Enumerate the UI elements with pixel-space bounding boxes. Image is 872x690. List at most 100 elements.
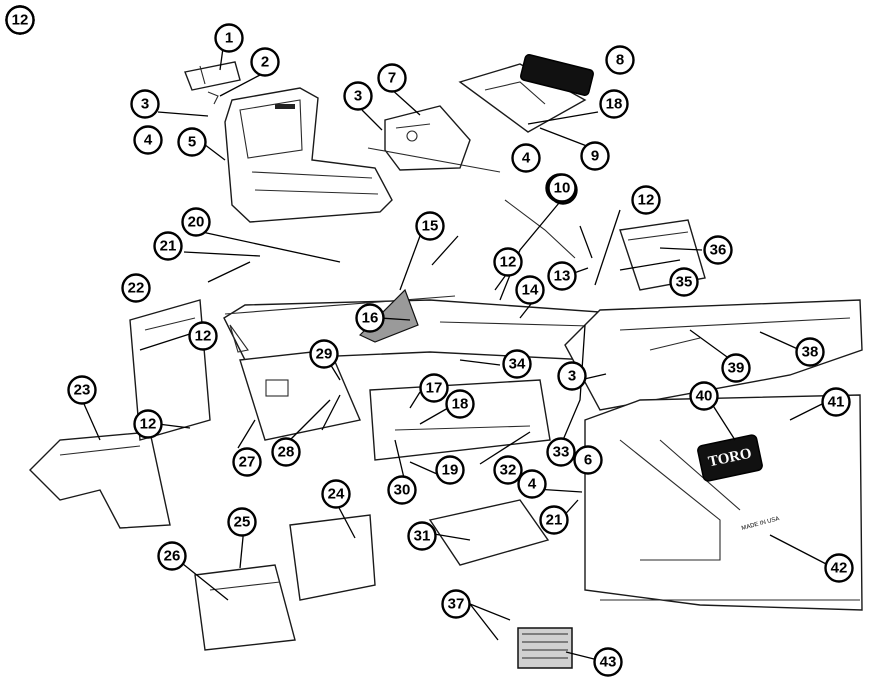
callout-18: 18 — [445, 389, 475, 419]
callout-40: 40 — [689, 381, 719, 411]
callout-number: 15 — [422, 218, 439, 235]
callout-circle — [795, 337, 825, 367]
callout-circle — [547, 261, 577, 291]
callout-circle — [407, 521, 437, 551]
callout-circle — [821, 387, 851, 417]
callout-21: 21 — [539, 505, 569, 535]
callout-38: 38 — [795, 337, 825, 367]
callout-number: 20 — [188, 214, 205, 231]
callout-17: 17 — [419, 373, 449, 403]
callout-circle — [517, 469, 547, 499]
callout-number: 12 — [638, 192, 655, 209]
callout-number: 14 — [522, 282, 539, 299]
hood-drawing — [564, 299, 863, 411]
callout-number: 19 — [442, 462, 459, 479]
callout-24: 24 — [321, 479, 351, 509]
callout-6: 6 — [573, 445, 603, 475]
callout-circle — [181, 207, 211, 237]
callout-circle — [539, 505, 569, 535]
callout-43: 43 — [593, 647, 623, 677]
callout-number: 39 — [728, 360, 745, 377]
callout-circle — [631, 185, 661, 215]
callout-circle — [157, 541, 187, 571]
callout-12: 12 — [5, 5, 35, 35]
callout-number: 40 — [696, 388, 713, 405]
callout-number: 10 — [554, 180, 571, 197]
parts-line-art: TORO MADE IN USA — [29, 54, 863, 669]
callout-18: 18 — [599, 89, 629, 119]
callout-14: 14 — [515, 275, 545, 305]
callout-22: 22 — [121, 273, 151, 303]
callout-4: 4 — [511, 143, 541, 173]
callout-3: 3 — [130, 89, 160, 119]
callout-5: 5 — [177, 127, 207, 157]
callout-circle — [5, 5, 35, 35]
callout-circle — [250, 47, 280, 77]
callout-circle — [387, 475, 417, 505]
console-drawing — [239, 349, 361, 441]
callout-16: 16 — [355, 303, 385, 333]
callout-12: 12 — [631, 185, 661, 215]
callout-10: 10 — [547, 173, 577, 203]
callout-number: 3 — [354, 88, 362, 105]
body-drawing: TORO MADE IN USA — [584, 394, 863, 611]
callout-circle — [580, 141, 610, 171]
callouts: 1233346214457891112121212131415161718181… — [5, 5, 854, 677]
callout-number: 24 — [328, 486, 345, 503]
guard-24-drawing — [289, 514, 376, 601]
callout-36: 36 — [703, 235, 733, 265]
callout-number: 12 — [195, 328, 212, 345]
callout-13: 13 — [547, 261, 577, 291]
callout-number: 12 — [500, 254, 517, 271]
callout-number: 3 — [141, 96, 149, 113]
callout-number: 3 — [568, 368, 576, 385]
callout-42: 42 — [824, 553, 854, 583]
callout-8: 8 — [605, 45, 635, 75]
callout-circle — [435, 455, 465, 485]
callout-26: 26 — [157, 541, 187, 571]
callout-circle — [441, 589, 471, 619]
callout-number: 21 — [546, 512, 563, 529]
callout-33: 33 — [546, 437, 576, 467]
callout-circle — [515, 275, 545, 305]
callout-number: 35 — [676, 274, 693, 291]
callout-28: 28 — [271, 437, 301, 467]
callout-number: 32 — [500, 462, 517, 479]
callout-number: 21 — [160, 238, 177, 255]
callout-39: 39 — [721, 353, 751, 383]
callout-number: 12 — [12, 12, 29, 29]
callout-number: 42 — [831, 560, 848, 577]
callout-2: 2 — [250, 47, 280, 77]
callout-number: 5 — [188, 134, 196, 151]
callout-circle — [824, 553, 854, 583]
callout-circle — [232, 447, 262, 477]
callout-circle — [445, 389, 475, 419]
callout-23: 23 — [67, 375, 97, 405]
callout-number: 26 — [164, 548, 181, 565]
callout-21: 21 — [153, 231, 183, 261]
center-piece-drawing — [428, 499, 550, 566]
callout-circle — [703, 235, 733, 265]
callout-number: 28 — [278, 444, 295, 461]
callout-circle — [271, 437, 301, 467]
top-panel-drawing — [458, 54, 595, 133]
callout-20: 20 — [181, 207, 211, 237]
callout-9: 9 — [580, 141, 610, 171]
callout-number: 37 — [448, 596, 465, 613]
callout-circle — [177, 127, 207, 157]
toro-logo-decal — [697, 434, 763, 482]
control-cover-drawing — [367, 105, 501, 173]
callout-12: 12 — [188, 321, 218, 351]
callout-41: 41 — [821, 387, 851, 417]
callout-circle — [133, 409, 163, 439]
callout-7: 7 — [377, 63, 407, 93]
callout-4: 4 — [133, 125, 163, 155]
seat-knob-drawing — [184, 61, 241, 91]
callout-circle — [309, 339, 339, 369]
callout-circle — [493, 247, 523, 277]
callout-number: 27 — [239, 454, 256, 471]
callout-3: 3 — [343, 81, 373, 111]
callout-number: 6 — [584, 452, 592, 469]
callout-12: 12 — [133, 409, 163, 439]
